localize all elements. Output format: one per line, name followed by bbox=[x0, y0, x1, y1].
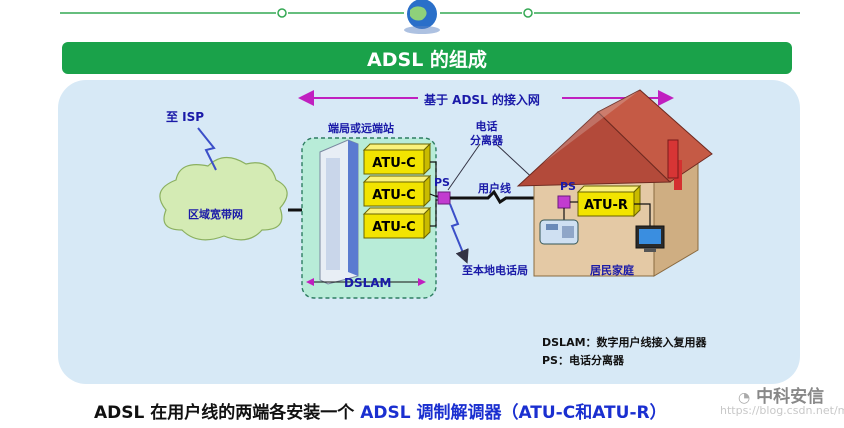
legend-dslam: DSLAM：数字用户线接入复用器 bbox=[542, 336, 707, 349]
dslam-label: DSLAM bbox=[344, 276, 392, 290]
legend-ps: PS：电话分离器 bbox=[542, 354, 624, 367]
atu-r-box: ATU-R bbox=[576, 184, 642, 218]
globe-icon bbox=[404, 0, 440, 34]
watermark-brand: ◔ 中科安信 bbox=[738, 382, 824, 407]
ps-left-label: PS bbox=[434, 176, 450, 189]
house bbox=[516, 89, 713, 277]
atu-c-box-2: ATU-C bbox=[362, 174, 432, 208]
atu-c-label-1: ATU-C bbox=[372, 156, 415, 171]
cloud-label: 区域宽带网 bbox=[188, 208, 243, 221]
home-label: 居民家庭 bbox=[590, 264, 634, 277]
broadband-cloud bbox=[159, 156, 288, 241]
office-label: 端局或远端站 bbox=[328, 122, 394, 135]
watermark-brand-text: 中科安信 bbox=[756, 387, 825, 407]
isp-label: 至 ISP bbox=[166, 110, 205, 124]
chimney bbox=[667, 139, 679, 179]
isp-link-bolt bbox=[197, 127, 217, 171]
atu-c-box-1: ATU-C bbox=[362, 142, 432, 176]
access-network-arrow bbox=[298, 90, 674, 106]
atu-r-label: ATU-R bbox=[584, 198, 628, 213]
splitter-label: 电话 分离器 bbox=[470, 120, 503, 147]
wechat-icon: ◔ bbox=[738, 390, 751, 406]
caption-accent: ADSL 调制解调器（ATU-C和ATU-R） bbox=[360, 403, 667, 423]
atu-c-label-2: ATU-C bbox=[372, 188, 415, 203]
computer-icon bbox=[635, 225, 665, 252]
atu-c-label-3: ATU-C bbox=[372, 220, 415, 235]
dslam-rack bbox=[319, 139, 359, 285]
access-network-label: 基于 ADSL 的接入网 bbox=[424, 93, 540, 107]
adsl-diagram: ATU-C ATU-C ATU-C bbox=[159, 89, 713, 299]
ps-splitter-right bbox=[557, 195, 571, 209]
ps-splitter-left bbox=[437, 191, 451, 205]
local-office-bolt bbox=[449, 203, 469, 264]
telephone-icon bbox=[539, 219, 579, 245]
header-decoration bbox=[60, 0, 800, 34]
atu-c-box-3: ATU-C bbox=[362, 206, 432, 240]
splitter-pointer-left bbox=[447, 143, 481, 191]
ps-right-label: PS bbox=[560, 180, 576, 193]
local-office-label: 至本地电话局 bbox=[462, 264, 528, 277]
diagram-panel: ATU-C ATU-C ATU-C bbox=[58, 80, 800, 384]
user-line-label: 用户线 bbox=[478, 182, 511, 195]
slide-caption: ADSL 在用户线的两端各安装一个 ADSL 调制解调器（ATU-C和ATU-R… bbox=[94, 398, 667, 423]
watermark-url: https://blog.csdn.net/mqyuuji bbox=[720, 404, 844, 417]
caption-prefix: ADSL 在用户线的两端各安装一个 bbox=[94, 403, 361, 423]
page-title: ADSL 的组成 bbox=[62, 42, 792, 74]
